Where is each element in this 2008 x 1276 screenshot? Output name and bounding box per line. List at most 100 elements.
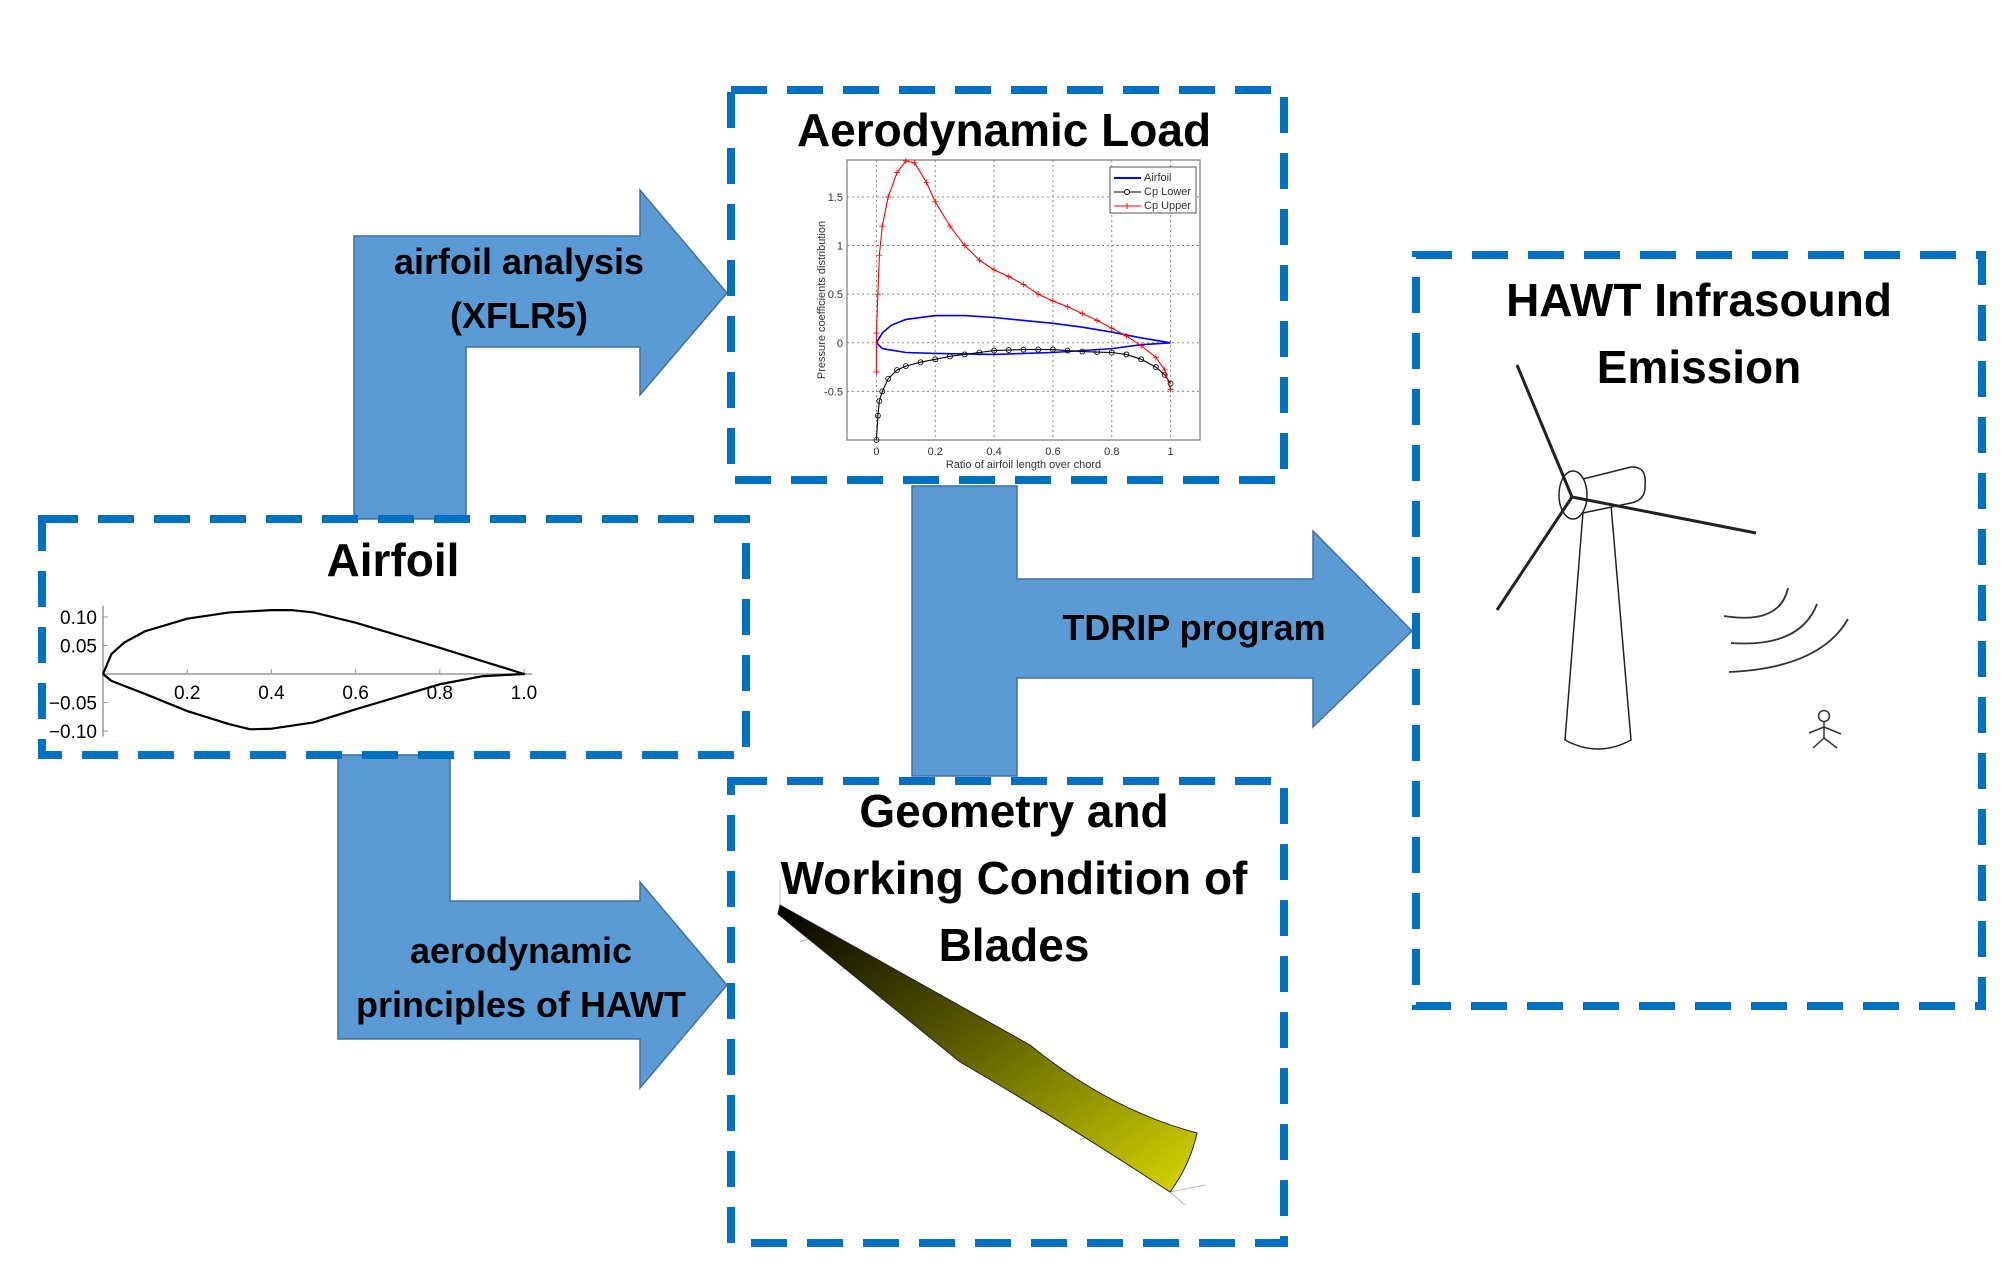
- data-point: [885, 375, 892, 382]
- sound-waves-icon: [1723, 587, 1849, 673]
- data-point: [911, 159, 918, 166]
- data-point: [947, 353, 953, 360]
- hawt-title-line: Emission: [1597, 341, 1802, 393]
- y-tick-label: 0: [837, 338, 843, 350]
- aero-load-title: Aerodynamic Load: [797, 104, 1211, 156]
- data-point: [932, 198, 939, 205]
- data-point: [873, 368, 880, 375]
- data-point: [1161, 367, 1168, 373]
- data-point: [1020, 281, 1027, 288]
- x-tick-label: 0.2: [174, 683, 200, 704]
- y-tick-label: -0.5: [824, 386, 843, 398]
- data-point: [885, 193, 892, 200]
- chart-legend: Airfoil Cp Lower Cp Upper: [1109, 166, 1197, 214]
- geometry-title-line: Working Condition of: [781, 852, 1248, 904]
- x-tick-label: 0.4: [986, 446, 1001, 458]
- legend-label: Airfoil: [1144, 172, 1172, 184]
- data-point: [876, 398, 883, 405]
- series-line-airfoil: [875, 314, 1171, 356]
- x-tick-label: 0: [873, 446, 879, 458]
- data-point: [1064, 347, 1071, 354]
- arrow-label-line: (XFLR5): [450, 295, 588, 336]
- data-point: [874, 412, 881, 419]
- data-point: [932, 356, 939, 363]
- arrow-label-line: principles of HAWT: [356, 984, 686, 1025]
- y-axis-label: Pressure coefficients distribution: [816, 221, 828, 379]
- data-point: [874, 291, 881, 298]
- x-tick-label: 0.2: [928, 446, 943, 458]
- data-point: [894, 367, 900, 373]
- airfoil-profile-chart: 0.2 0.4 0.6 0.8 1.0 0.10 0.05 −0.05 −0.10: [49, 605, 537, 743]
- person-icon: [1808, 709, 1842, 749]
- data-point: [991, 347, 997, 354]
- hawt-box: [1412, 251, 1986, 1010]
- data-point: [1138, 356, 1145, 363]
- x-tick-label: 0.6: [342, 683, 368, 704]
- airfoil-profile-line: [101, 609, 526, 731]
- data-point: [991, 266, 998, 273]
- series-line-cp-upper: [875, 160, 1172, 390]
- data-point: [923, 179, 930, 186]
- data-point: [1094, 317, 1101, 324]
- data-point: [1167, 380, 1174, 387]
- data-point: [1108, 349, 1115, 356]
- data-point: [1094, 349, 1100, 355]
- arrow-label-line: aerodynamic: [410, 930, 632, 971]
- data-point: [917, 359, 924, 366]
- data-point: [1123, 332, 1130, 339]
- legend-marker: [1124, 189, 1130, 195]
- y-tick-label: −0.10: [49, 722, 97, 743]
- geometry-title-line: Blades: [939, 919, 1090, 971]
- data-point: [894, 169, 901, 176]
- data-point: [1138, 342, 1145, 349]
- y-tick-label: 0.05: [60, 637, 97, 658]
- y-tick-label: 0.5: [828, 289, 843, 301]
- arrow-airfoil-analysis: [353, 187, 728, 520]
- data-point: [902, 363, 909, 370]
- data-point: [1108, 325, 1115, 332]
- legend-label: Cp Lower: [1144, 186, 1191, 198]
- data-point: [879, 223, 886, 230]
- data-point: [1079, 310, 1086, 317]
- arrow-label-line: airfoil analysis: [394, 241, 644, 282]
- data-point: [1035, 346, 1042, 353]
- geometry-title-line: Geometry and: [859, 785, 1168, 837]
- geometry-box: [727, 777, 1288, 1247]
- aero-load-box: [727, 86, 1288, 484]
- data-point: [1020, 346, 1027, 353]
- data-point: [1005, 347, 1012, 353]
- data-point: [976, 257, 983, 264]
- data-point: [1035, 291, 1042, 298]
- blade-surface: [777, 880, 1206, 1206]
- y-tick-label: −0.05: [49, 694, 97, 715]
- data-point: [1064, 303, 1071, 310]
- arrow-tdrip: [911, 485, 1414, 777]
- data-point: [876, 252, 883, 259]
- legend-box: [1109, 166, 1197, 214]
- x-tick-label: 1: [1168, 446, 1174, 458]
- data-point: [1049, 297, 1056, 304]
- data-point: [1167, 386, 1174, 393]
- data-point: [873, 330, 880, 337]
- y-tick-label: 1.5: [828, 192, 843, 204]
- y-tick-label: 1: [837, 241, 843, 253]
- data-point: [1050, 346, 1056, 353]
- arrow-aero-principles: [337, 754, 728, 1091]
- data-point: [873, 437, 880, 443]
- legend-label: Cp Upper: [1144, 200, 1191, 212]
- x-tick-label: 0.4: [258, 683, 285, 704]
- data-point: [1123, 351, 1130, 358]
- data-point: [946, 223, 953, 230]
- arrow-label-tdrip: TDRIP program: [1062, 607, 1325, 648]
- x-tick-label: 0.8: [427, 683, 453, 704]
- data-point: [902, 157, 909, 164]
- data-point: [879, 388, 886, 395]
- y-tick-label: 0.10: [60, 608, 97, 629]
- data-point: [976, 349, 983, 356]
- x-tick-label: 1.0: [511, 683, 537, 704]
- x-axis-label: Ratio of airfoil length over chord: [946, 459, 1101, 471]
- data-point: [961, 351, 968, 358]
